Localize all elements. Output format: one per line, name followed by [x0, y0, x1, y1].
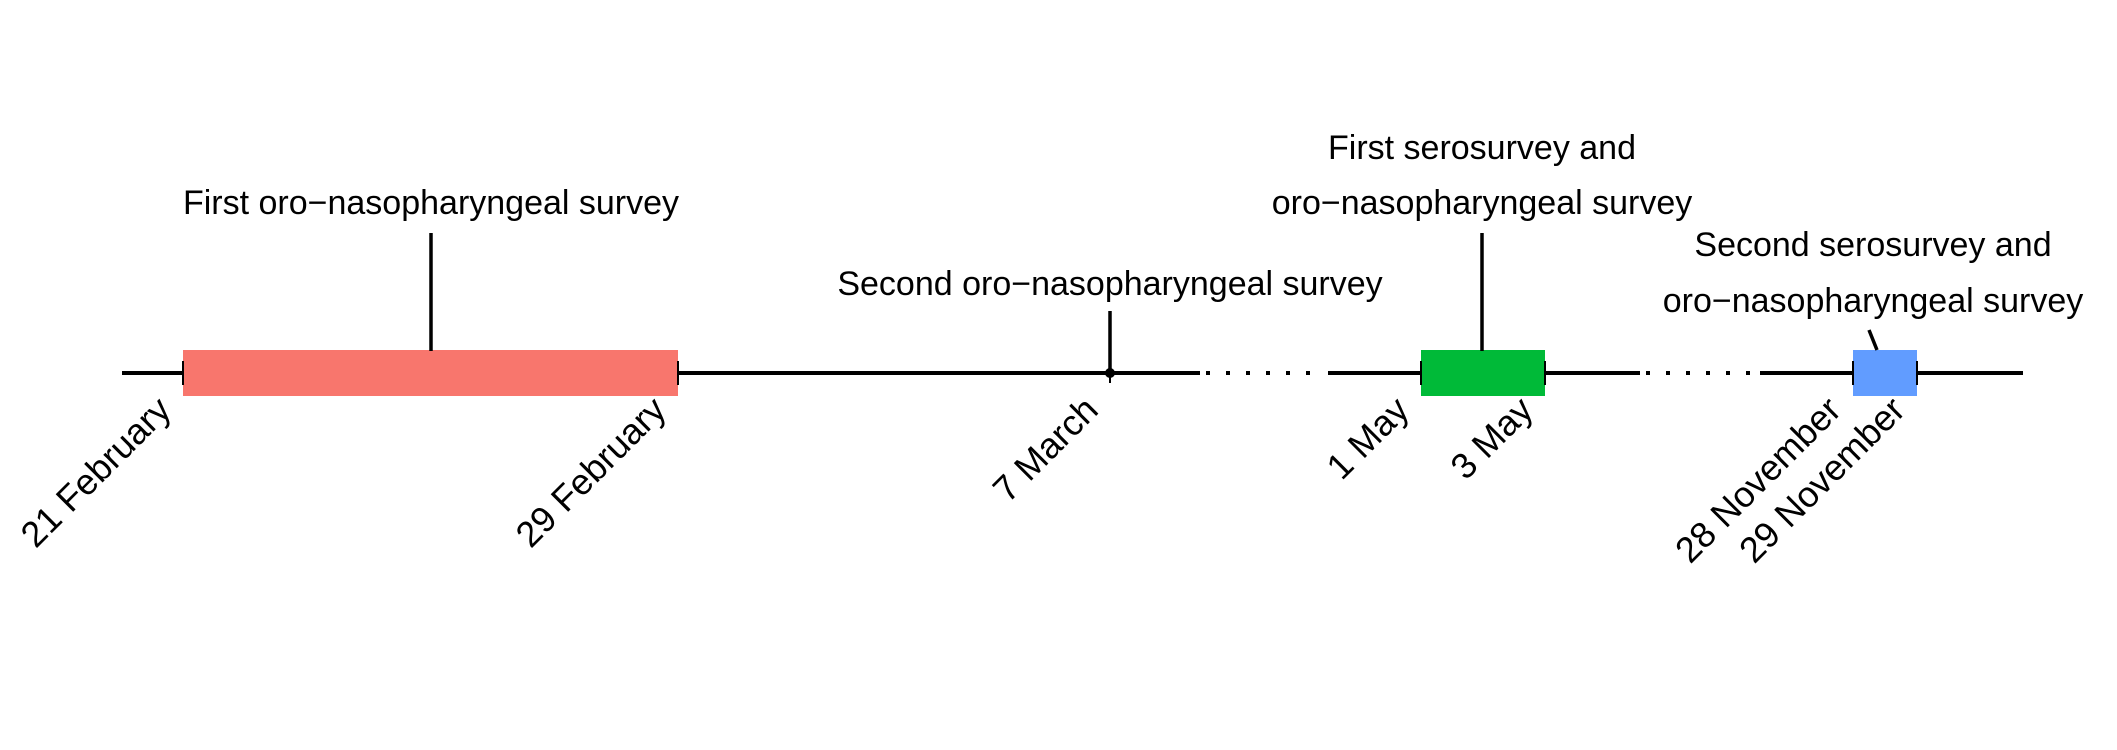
label-leader-lines — [429, 233, 1879, 373]
date-label: 7 March — [985, 389, 1106, 510]
date-label: 21 February — [12, 389, 178, 555]
survey-label-first-oro: First oro−nasopharyngeal survey — [183, 184, 679, 222]
period-bar-first-oro — [183, 350, 678, 396]
survey-label-line: oro−nasopharyngeal survey — [1272, 184, 1693, 222]
survey-label-line: First serosurvey and — [1328, 129, 1636, 167]
survey-periods — [182, 350, 1918, 396]
survey-labels: First oro−nasopharyngeal survey First ser… — [183, 129, 2083, 320]
leader-line-second-sero — [1867, 329, 1879, 351]
survey-label-line: Second oro−nasopharyngeal survey — [837, 265, 1382, 303]
date-label: 1 May — [1318, 389, 1416, 487]
survey-label-line: oro−nasopharyngeal survey — [1663, 282, 2084, 320]
survey-label-line: Second serosurvey and — [1694, 226, 2051, 264]
period-bar-first-sero — [1421, 350, 1545, 396]
date-label: 3 May — [1442, 389, 1540, 487]
period-bar-second-sero — [1853, 350, 1917, 396]
survey-label-second-oro: Second oro−nasopharyngeal survey — [837, 265, 1382, 303]
date-label: 29 February — [507, 389, 673, 555]
survey-label-line: First oro−nasopharyngeal survey — [183, 184, 679, 222]
survey-label-first-sero: First serosurvey and oro−nasopharyngeal s… — [1272, 129, 1693, 222]
survey-label-second-sero: Second serosurvey and oro−nasopharyngeal … — [1663, 226, 2084, 320]
